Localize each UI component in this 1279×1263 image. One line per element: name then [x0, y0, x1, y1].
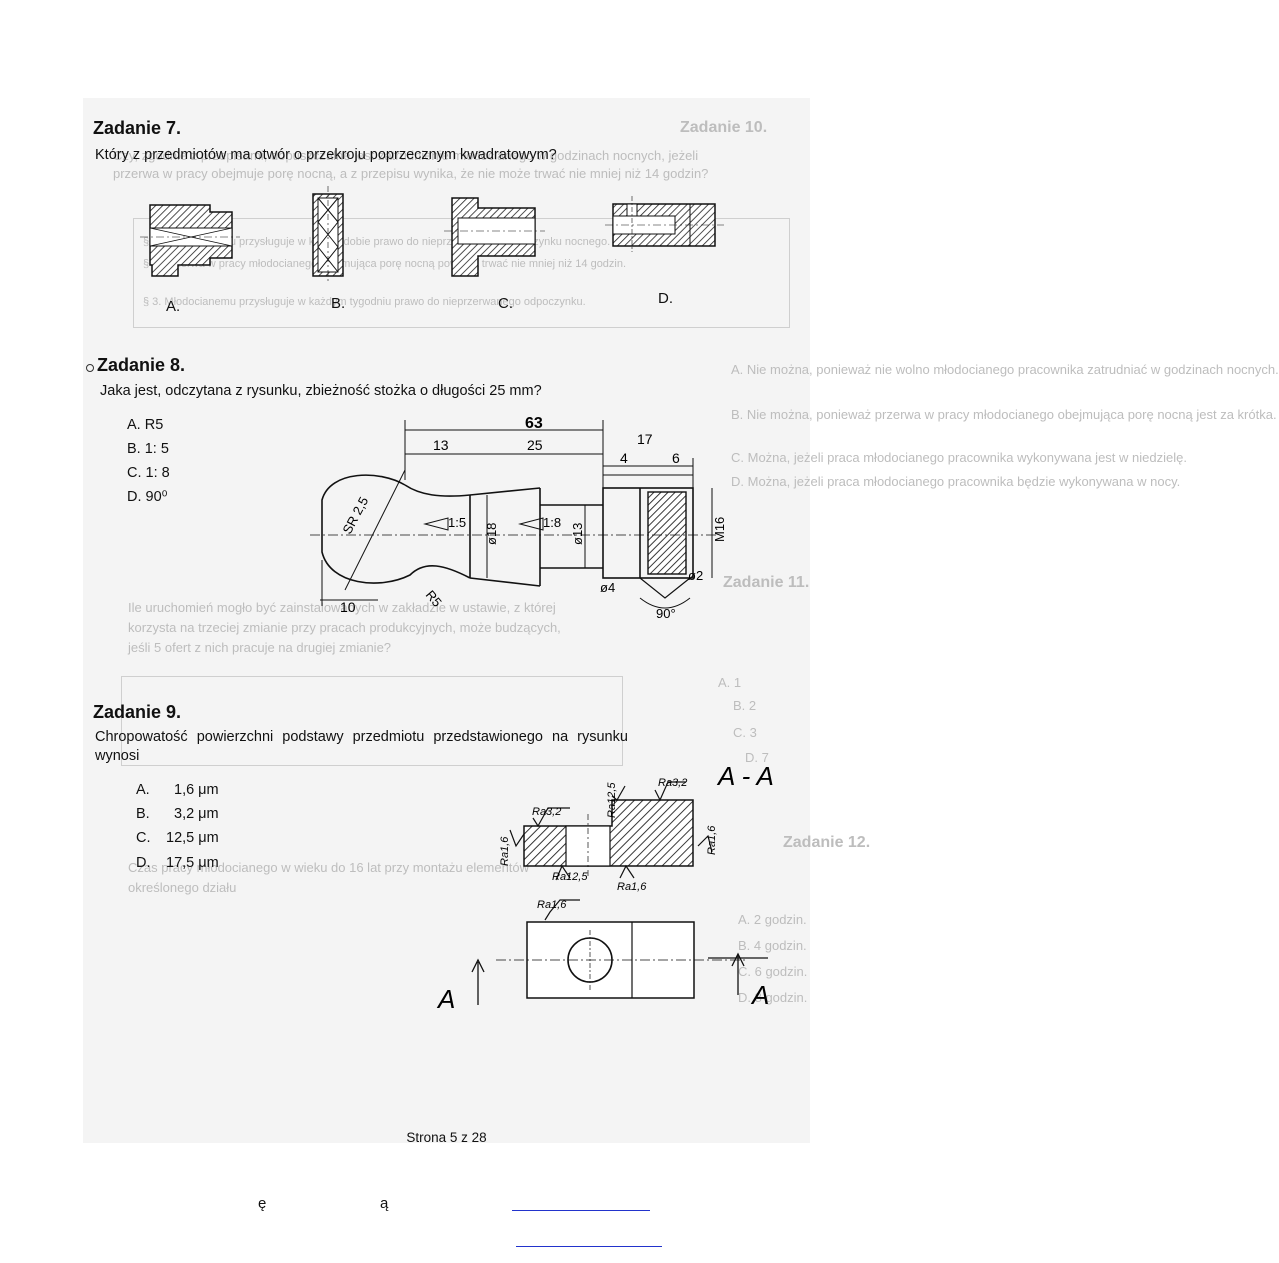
ghost-text: § 3. Młodocianemu przysługuje w każdym t…: [143, 296, 586, 308]
ra-label: Ra1,6: [499, 836, 511, 866]
task9-option-c-value: 12,5 μm: [166, 830, 219, 846]
ghost-text: Czas pracy młodocianego w wieku do 16 la…: [128, 860, 530, 875]
ghost-text: B. Nie można, ponieważ przerwa w pracy m…: [731, 407, 1277, 422]
dim-phi13: ø13: [570, 523, 585, 545]
footer-char-1: ę: [258, 1195, 267, 1212]
ghost-text: § 2. Przerwa w pracy młodocianego obejmu…: [143, 258, 627, 270]
task8-drawing: 63 13 25 17 4 6 SR 2,5 1:5 1:8 ø18 ø13 M…: [310, 415, 727, 621]
ghost-text: A. 1: [718, 675, 742, 690]
task8-option-d: D. 90⁰: [127, 489, 168, 505]
task9-option-b-value: 3,2 μm: [174, 806, 219, 822]
ra-label: Ra12,5: [606, 782, 618, 818]
ghost-text: jeśli 5 ofert z nich pracuje na drugiej …: [128, 640, 392, 655]
task7-question: Który z przedmiotów ma otwór o przekroju…: [95, 147, 557, 163]
task9-option-a-letter: A.: [136, 782, 150, 798]
scanned-page: Zadanie 10. Czy, zgodnie z przepisami, d…: [83, 98, 1279, 1143]
dim-4: 4: [620, 450, 628, 466]
ra-label: Ra1,6: [617, 881, 647, 893]
dim-m16: M16: [712, 517, 727, 542]
task9-question-line1: Chropowatość powierzchni podstawy przedm…: [95, 729, 628, 745]
section-label-aa: A - A: [716, 761, 774, 791]
ra-label: Ra1,6: [537, 899, 567, 911]
ghost-text: przerwa w pracy obejmuje porę nocną, a z…: [113, 166, 709, 181]
ghost-text: C. 6 godzin.: [738, 964, 808, 979]
option-c-drawing: [444, 197, 545, 277]
ra-label: Ra12,5: [552, 871, 588, 883]
task9-drawing: Ra3,2 Ra12,5 Ra3,2 Ra1,6 Ra1,6 Ra12,5 Ra…: [436, 761, 774, 1014]
dim-63: 63: [525, 415, 543, 432]
option-b-drawing: [312, 186, 344, 284]
ghost-text: B. 2: [733, 698, 757, 713]
task9-question-line2: wynosi: [95, 748, 140, 764]
ghost-text: Ile uruchomień mogło być zainstalowanych…: [128, 600, 556, 615]
ghost-text: Czy, zgodnie z przepisami, dopuszczalne …: [113, 148, 699, 163]
task8-option-a: A. R5: [127, 417, 164, 433]
option-a-drawing: [140, 204, 240, 277]
option-b-label: B.: [331, 295, 346, 312]
task9-option-a-value: 1,6 μm: [174, 782, 219, 798]
ghost-text: A. Nie można, ponieważ nie wolno młodoci…: [731, 362, 1279, 377]
ghost-text: C. Można, jeżeli praca młodocianego prac…: [731, 450, 1187, 465]
ra-label: Ra3,2: [532, 806, 561, 818]
dim-17: 17: [637, 431, 653, 447]
task8-title: Zadanie 8.: [97, 355, 186, 375]
task7-drawings: [140, 186, 724, 284]
option-d-drawing: [605, 196, 724, 252]
dim-phi18: ø18: [484, 523, 499, 545]
task9-title: Zadanie 9.: [93, 702, 182, 722]
dim-6: 6: [672, 450, 680, 466]
task8-option-c: C. 1: 8: [127, 465, 170, 481]
ghost-text: określonego działu: [128, 880, 237, 895]
taper-1-5: 1:5: [448, 515, 466, 530]
task9-option-c-letter: C.: [136, 830, 151, 846]
section-label-a-right: A: [750, 980, 769, 1010]
ghost-task11-title: Zadanie 11.: [723, 574, 810, 591]
taper-1-8: 1:8: [543, 515, 561, 530]
task8-question: Jaka jest, odczytana z rysunku, zbieżnoś…: [100, 383, 542, 399]
task8-option-b: B. 1: 5: [127, 441, 169, 457]
ghost-box: [121, 676, 623, 766]
footer-link-underline[interactable]: [512, 1210, 650, 1211]
dim-phi4: ø4: [600, 580, 615, 595]
dim-90deg: 90°: [656, 606, 676, 621]
ghost-text: D. 8 godzin.: [738, 990, 808, 1005]
ghost-task12-title: Zadanie 12.: [783, 834, 871, 851]
task9-option-d-value: 17,5 μm: [166, 855, 219, 871]
option-d-label: D.: [658, 290, 673, 307]
dim-25: 25: [527, 437, 543, 453]
ra-label: Ra1,6: [706, 825, 718, 855]
task9-option-b-letter: B.: [136, 806, 150, 822]
ghost-text: A. 2 godzin.: [738, 912, 807, 927]
ghost-text: D. Można, jeżeli praca młodocianego prac…: [731, 474, 1181, 489]
ghost-text: B. 4 godzin.: [738, 938, 807, 953]
option-c-label: C.: [498, 295, 513, 312]
dim-10: 10: [340, 599, 356, 615]
ghost-text: D. 7: [745, 750, 769, 765]
section-label-a-left: A: [436, 984, 455, 1014]
dim-13: 13: [433, 437, 449, 453]
dim-phi2: ø2: [688, 568, 703, 583]
footer-char-2: ą: [380, 1195, 389, 1212]
footer-link-underline[interactable]: [516, 1246, 662, 1247]
ghost-text: korzysta na trzeciej zmianie przy pracac…: [128, 620, 561, 635]
ra-label: Ra3,2: [658, 777, 687, 789]
option-a-label: A.: [166, 298, 181, 315]
task7-title: Zadanie 7.: [93, 118, 182, 138]
page-number: Strona 5 z 28: [406, 1130, 487, 1145]
task9-option-d-letter: D.: [136, 855, 151, 871]
bullet-dot: [86, 364, 94, 372]
ghost-text: C. 3: [733, 725, 757, 740]
ghost-task10-title: Zadanie 10.: [680, 119, 768, 136]
